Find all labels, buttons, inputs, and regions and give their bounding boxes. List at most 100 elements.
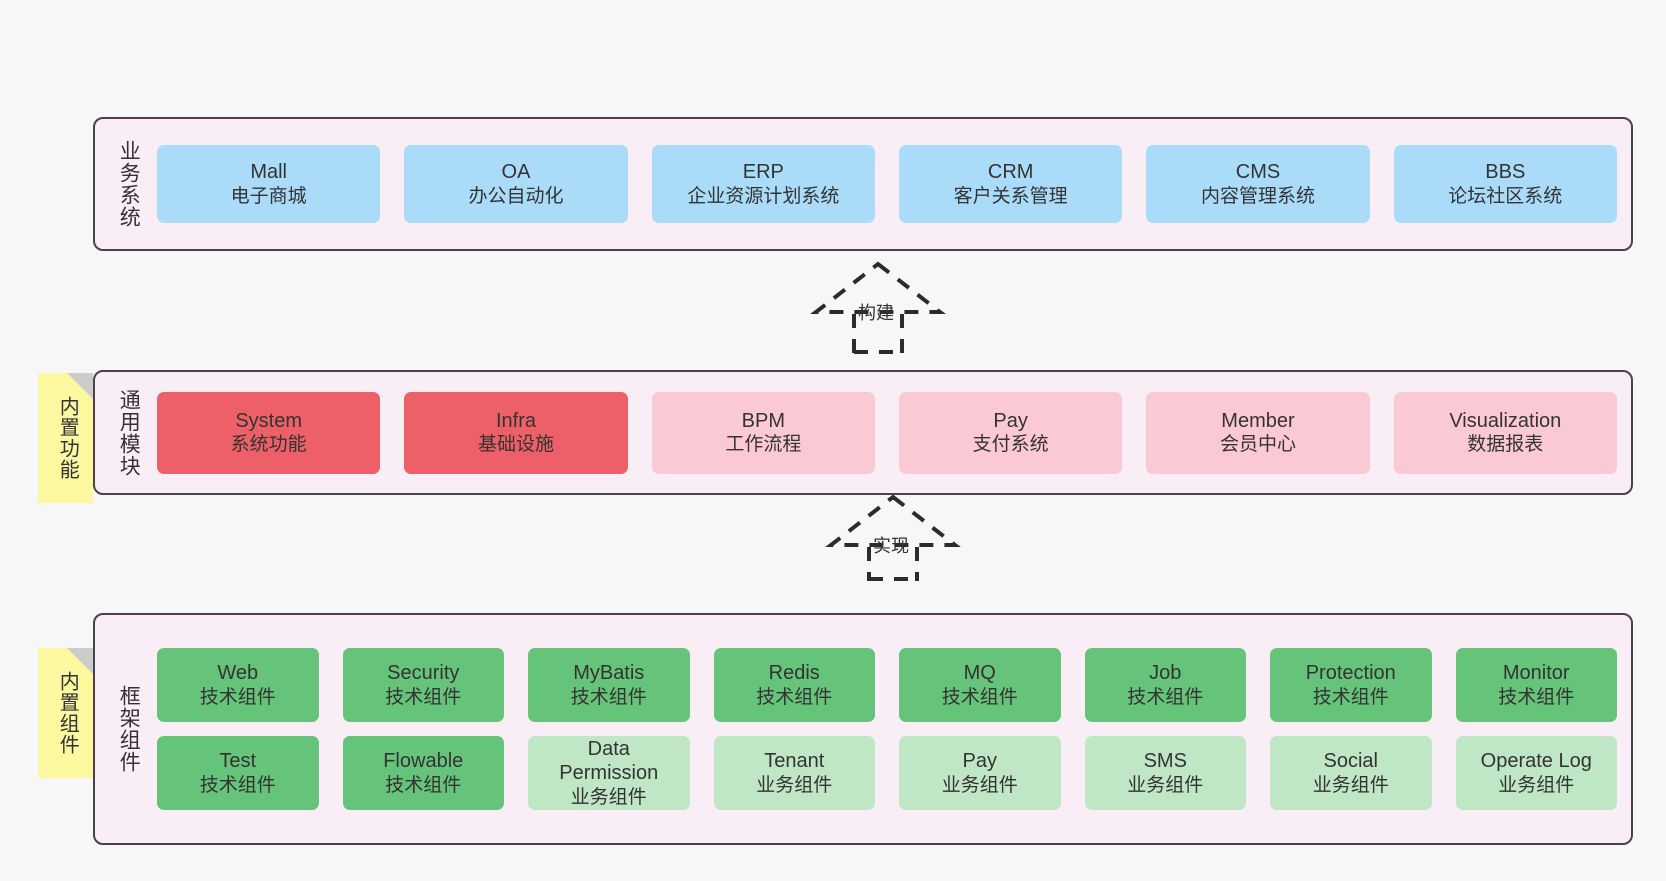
node-operate-log[interactable]: Operate Log 业务组件 (1455, 736, 1617, 810)
node-desc: 基础设施 (477, 434, 554, 456)
node-cms[interactable]: CMS 内容管理系统 (1146, 145, 1370, 223)
node-redis[interactable]: Redis 技术组件 (713, 648, 875, 722)
node-flowable[interactable]: Flowable 技术组件 (342, 736, 504, 810)
node-name: Redis (768, 662, 820, 685)
node-desc: 系统功能 (230, 434, 307, 456)
node-desc: 业务组件 (1498, 774, 1575, 796)
note-fold-corner-icon (67, 648, 93, 674)
node-mall[interactable]: Mall 电子商城 (157, 145, 381, 223)
connector-implement: 实现 (815, 494, 975, 583)
layer-row-tech: Web 技术组件 Security 技术组件 MyBatis 技术组件 Redi… (157, 648, 1617, 722)
node-name: Monitor (1502, 662, 1570, 685)
node-name: Social (1323, 750, 1378, 773)
node-desc: 技术组件 (385, 686, 462, 708)
generalization-arrow-icon (810, 261, 946, 354)
node-name: BPM (741, 409, 785, 432)
node-desc: 办公自动化 (468, 185, 564, 207)
node-name: Test (219, 750, 257, 773)
layer-body-business: Mall 电子商城 OA 办公自动化 ERP 企业资源计划系统 CRM 客户关系… (149, 119, 1631, 249)
note-label: 内置功能 (56, 396, 79, 480)
node-web[interactable]: Web 技术组件 (157, 648, 319, 722)
node-desc: 客户关系管理 (953, 185, 1068, 207)
node-monitor[interactable]: Monitor 技术组件 (1455, 648, 1617, 722)
node-name: ERP (742, 161, 784, 184)
connector-implement-label: 实现 (873, 536, 909, 556)
node-infra[interactable]: Infra 基础设施 (404, 391, 628, 474)
node-mybatis[interactable]: MyBatis 技术组件 (528, 648, 690, 722)
node-crm[interactable]: CRM 客户关系管理 (898, 145, 1123, 223)
node-bbs[interactable]: BBS 论坛社区系统 (1393, 145, 1617, 223)
node-name: Job (1149, 662, 1182, 685)
node-desc: 技术组件 (1312, 686, 1389, 708)
node-visualization[interactable]: Visualization 数据报表 (1393, 391, 1617, 474)
node-name: Member (1221, 409, 1295, 432)
node-desc: 技术组件 (756, 686, 833, 708)
node-desc: 技术组件 (1498, 686, 1575, 708)
node-name: Mall (250, 161, 287, 184)
node-desc: 会员中心 (1219, 434, 1296, 456)
node-name: Pay (962, 750, 997, 773)
node-pay-business[interactable]: Pay 业务组件 (899, 736, 1061, 810)
node-name: Flowable (383, 750, 464, 773)
node-job[interactable]: Job 技术组件 (1084, 648, 1246, 722)
node-desc: 支付系统 (972, 434, 1049, 456)
node-security[interactable]: Security 技术组件 (342, 648, 504, 722)
node-name: Pay (993, 409, 1028, 432)
node-pay[interactable]: Pay 支付系统 (898, 391, 1123, 474)
node-desc: 业务组件 (1127, 774, 1204, 796)
note-builtin-function: 内置功能 (38, 373, 93, 503)
node-name: BBS (1485, 161, 1526, 184)
layer-title-common: 通用模块 (117, 388, 141, 477)
node-desc: 电子商城 (230, 185, 307, 207)
layer-common-module: 通用模块 System 系统功能 Infra 基础设施 BPM 工作流程 Pay… (93, 370, 1633, 495)
layer-body-common: System 系统功能 Infra 基础设施 BPM 工作流程 Pay 支付系统… (149, 372, 1631, 493)
node-system[interactable]: System 系统功能 (157, 391, 381, 474)
node-desc: 业务组件 (1312, 774, 1389, 796)
node-member[interactable]: Member 会员中心 (1146, 391, 1370, 474)
node-name: Protection (1305, 662, 1396, 685)
node-bpm[interactable]: BPM 工作流程 (651, 391, 875, 474)
node-name: Infra (495, 409, 536, 432)
node-desc: 技术组件 (941, 686, 1018, 708)
node-desc: 业务组件 (941, 774, 1018, 796)
layer-row-business: Test 技术组件 Flowable 技术组件 Data Permission … (157, 736, 1617, 810)
node-name: CRM (987, 161, 1034, 184)
layer-business-system: 业务系统 Mall 电子商城 OA 办公自动化 ERP 企业资源计划系统 CRM… (93, 117, 1633, 251)
node-desc: 技术组件 (199, 686, 276, 708)
node-name: CMS (1235, 161, 1281, 184)
node-oa[interactable]: OA 办公自动化 (404, 145, 628, 223)
node-desc: 内容管理系统 (1200, 185, 1315, 207)
layer-title-business: 业务系统 (117, 140, 141, 228)
note-builtin-component: 内置组件 (38, 648, 93, 778)
node-desc: 业务组件 (570, 786, 647, 808)
node-name: Data Permission (559, 738, 659, 785)
connector-build-label: 构建 (858, 303, 894, 323)
generalization-arrow-icon (825, 494, 961, 581)
layer-body-framework: Web 技术组件 Security 技术组件 MyBatis 技术组件 Redi… (149, 615, 1631, 843)
layer-row: System 系统功能 Infra 基础设施 BPM 工作流程 Pay 支付系统… (157, 391, 1617, 474)
node-desc: 业务组件 (756, 774, 833, 796)
node-sms[interactable]: SMS 业务组件 (1084, 736, 1246, 810)
node-desc: 工作流程 (725, 434, 802, 456)
node-test[interactable]: Test 技术组件 (157, 736, 319, 810)
node-tenant[interactable]: Tenant 业务组件 (713, 736, 875, 810)
node-desc: 论坛社区系统 (1448, 185, 1563, 207)
node-desc: 企业资源计划系统 (687, 185, 840, 207)
node-name: SMS (1143, 750, 1187, 773)
node-desc: 技术组件 (385, 774, 462, 796)
node-data-permission[interactable]: Data Permission 业务组件 (528, 736, 690, 810)
connector-build: 构建 (800, 261, 960, 354)
node-desc: 技术组件 (570, 686, 647, 708)
node-social[interactable]: Social 业务组件 (1270, 736, 1432, 810)
node-mq[interactable]: MQ 技术组件 (899, 648, 1061, 722)
node-name: Web (217, 662, 259, 685)
node-name: MQ (963, 662, 996, 685)
node-desc: 数据报表 (1467, 434, 1544, 456)
node-erp[interactable]: ERP 企业资源计划系统 (651, 145, 875, 223)
layer-title-framework: 框架组件 (117, 685, 141, 773)
layer-row: Mall 电子商城 OA 办公自动化 ERP 企业资源计划系统 CRM 客户关系… (157, 145, 1617, 223)
note-fold-corner-icon (67, 373, 93, 399)
node-name: Security (387, 662, 460, 685)
node-protection[interactable]: Protection 技术组件 (1270, 648, 1432, 722)
